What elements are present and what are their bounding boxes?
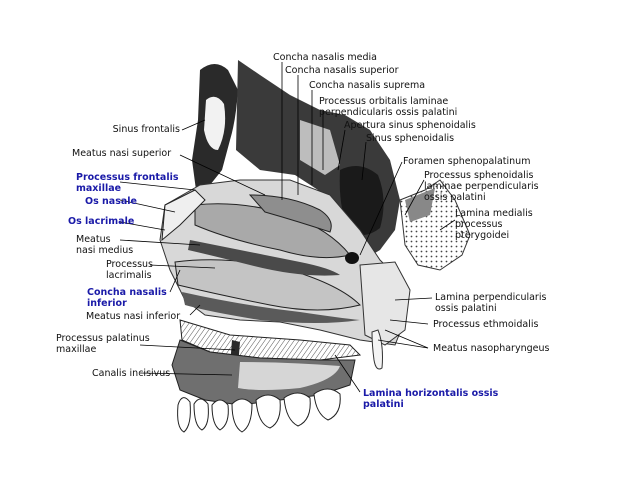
label-meatus-inferior: Meatus nasi inferior: [86, 311, 181, 322]
label-lamina-horizontalis: Lamina horizontalis ossis palatini: [363, 388, 499, 410]
label-foramen: Foramen sphenopalatinum: [403, 156, 531, 167]
label-proc-orbitalis: Processus orbitalis laminae perpendicula…: [319, 96, 458, 118]
label-lamina-medialis: Lamina medialis processus pterygoidei: [455, 208, 533, 241]
foramen-sphenopalatinum: [345, 252, 359, 264]
label-concha-suprema: Concha nasalis suprema: [309, 80, 426, 91]
label-proc-sphenoidalis: Processus sphenoidalis laminae perpendic…: [424, 170, 539, 203]
label-proc-frontalis: Processus frontalis maxillae: [76, 172, 179, 194]
label-meatus-superior: Meatus nasi superior: [72, 148, 172, 159]
teeth: [177, 388, 341, 433]
sphenoid-process: [405, 188, 435, 222]
label-sinus-sphenoidalis: Sinus sphenoidalis: [366, 133, 455, 144]
label-proc-lacrimalis: Processus lacrimalis: [106, 259, 154, 281]
leader-lines: [119, 62, 456, 393]
maxilla-inner: [238, 362, 340, 390]
label-sinus-frontalis: Sinus frontalis: [112, 124, 180, 135]
hamulus: [371, 329, 383, 370]
frontal-sinus: [204, 96, 226, 150]
label-apertura: Apertura sinus sphenoidalis: [344, 120, 476, 131]
label-os-nasale: Os nasale: [85, 196, 137, 207]
label-proc-palatinus: Processus palatinus maxillae: [56, 333, 150, 355]
label-meatus-nasopharyngeus: Meatus nasopharyngeus: [433, 343, 550, 354]
nasal-bone: [161, 189, 206, 242]
label-concha-inferior: Concha nasalis inferior: [87, 287, 167, 309]
label-proc-ethmoidalis: Processus ethmoidalis: [433, 319, 539, 330]
label-os-lacrimale: Os lacrimale: [68, 216, 135, 227]
label-canalis-incisivus: Canalis incisivus: [92, 368, 171, 379]
meatus-medius: [188, 240, 340, 276]
label-concha-media: Concha nasalis media: [273, 52, 378, 63]
concha-superior: [248, 194, 332, 233]
sinus-sphenoidalis: [339, 166, 384, 236]
palatine-perp-plate: [359, 261, 411, 346]
label-meatus-medius: Meatus nasi medius: [76, 234, 134, 256]
meatus-inferior: [182, 292, 360, 323]
label-lamina-perpendicularis: Lamina perpendicularis ossis palatini: [435, 292, 547, 314]
label-concha-superior: Concha nasalis superior: [285, 65, 399, 76]
ethmoid-upper: [300, 120, 340, 175]
